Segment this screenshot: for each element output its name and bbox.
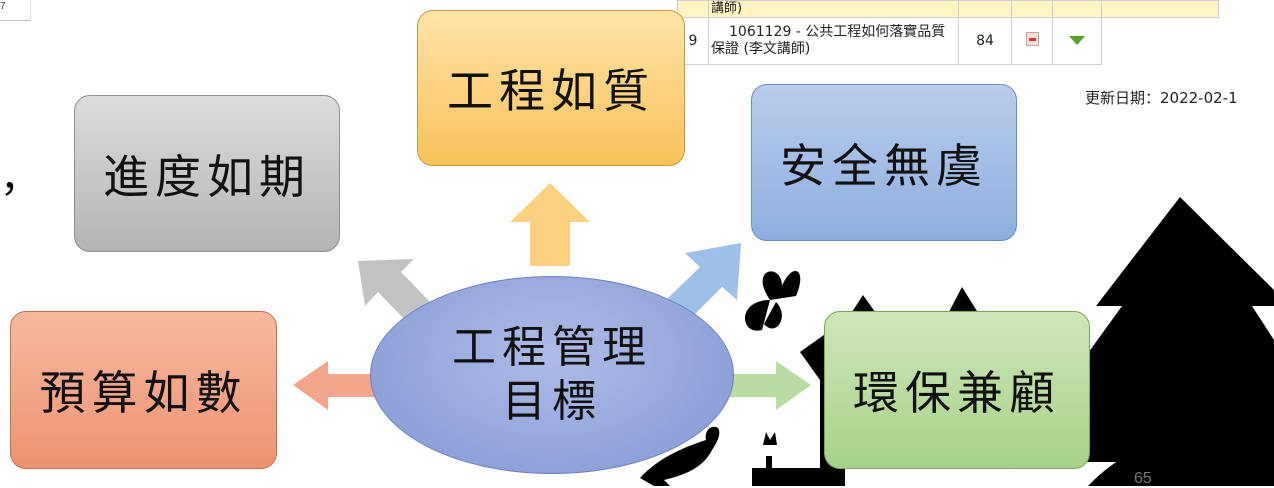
slide-page-number: 65 xyxy=(1134,470,1152,487)
row-filler xyxy=(1101,17,1219,65)
row-download-cell xyxy=(1052,0,1102,18)
arrow-upright-safety xyxy=(668,243,741,318)
goal-box-quality: 工程如質 xyxy=(417,10,685,166)
update-date: 更新日期：2022-02-1 xyxy=(1085,89,1238,107)
goal-box-budget: 預算如數 xyxy=(10,311,277,469)
center-label-line1: 工程管理 xyxy=(452,322,652,373)
goal-label-safety: 安全無虞 xyxy=(780,138,988,193)
row-filler xyxy=(1101,0,1219,18)
table-fragment-corner: 7 xyxy=(0,0,31,21)
arrow-left-budget xyxy=(293,361,379,410)
tree-right xyxy=(1178,301,1274,452)
ground-strip xyxy=(752,468,842,486)
bird-icon xyxy=(640,426,720,486)
goal-label-schedule: 進度如期 xyxy=(103,149,311,204)
butterfly-icon xyxy=(744,271,801,331)
fence-post xyxy=(766,456,772,472)
row-count: 84 xyxy=(958,17,1012,65)
row-title-line1[interactable]: 1061129 - 公共工程如何落實品質 xyxy=(729,24,946,40)
pdf-icon[interactable] xyxy=(1025,32,1039,46)
center-goal-ellipse: 工程管理 目標 xyxy=(370,276,734,474)
text-fragment-comma: ， xyxy=(0,155,40,201)
goal-box-safety: 安全無虞 xyxy=(751,84,1017,241)
goal-box-environment: 環保兼顧 xyxy=(824,311,1090,469)
arrow-upleft-schedule xyxy=(358,259,431,323)
goal-label-budget: 預算如數 xyxy=(39,366,248,420)
center-label-line2: 目標 xyxy=(502,376,602,427)
goal-box-schedule: 進度如期 xyxy=(74,95,340,252)
row-index xyxy=(677,0,709,18)
row-title[interactable]: 1061129 - 公共工程如何落實品質 保證 (李文講師) xyxy=(708,17,959,65)
arrow-up-quality xyxy=(510,183,590,266)
ground-arc xyxy=(1088,428,1274,486)
tulip-icon xyxy=(763,432,777,445)
goal-label-quality: 工程如質 xyxy=(447,64,655,118)
row-title-line2[interactable]: 保證 (李文講師) xyxy=(711,41,811,57)
arrow-right-env xyxy=(725,361,811,410)
goal-label-environment: 環保兼顧 xyxy=(853,366,1061,420)
download-cell[interactable] xyxy=(1052,17,1102,65)
pdf-cell[interactable] xyxy=(1011,17,1053,65)
download-arrow-icon[interactable] xyxy=(1069,36,1085,45)
